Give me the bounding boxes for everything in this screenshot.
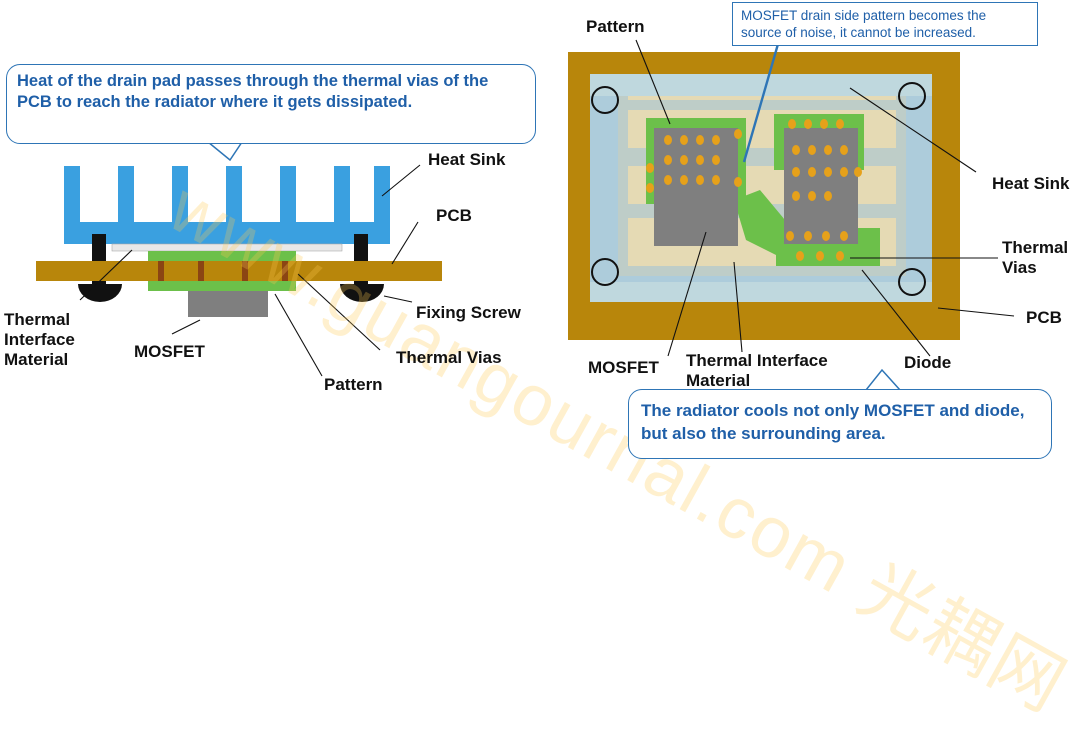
screw-holes	[591, 82, 926, 296]
label-thermal-vias-left: Thermal Vias	[396, 348, 502, 367]
label-pcb-right: PCB	[1026, 308, 1062, 327]
thermal-interface-material	[111, 243, 343, 252]
label-heat-sink-right: Heat Sink	[992, 174, 1070, 193]
right-leader-lines	[635, 39, 1015, 357]
label-fixing-screw: Fixing Screw	[416, 303, 521, 322]
note-pointer	[742, 43, 780, 163]
label-mosfet-right: MOSFET	[588, 358, 659, 377]
pattern-top	[148, 251, 296, 261]
thermal-vias	[158, 261, 288, 281]
label-pcb-left: PCB	[436, 206, 472, 225]
label-pattern-right: Pattern	[586, 17, 645, 36]
left-callout: Heat of the drain pad passes through the…	[6, 64, 536, 144]
top-view	[568, 52, 960, 340]
label-thermal-interface-material-left: Thermal Interface Material	[4, 310, 75, 369]
label-heat-sink-left: Heat Sink	[428, 150, 506, 169]
thermal-design-diagram	[36, 39, 1015, 391]
fixing-screw-head-right	[340, 284, 384, 302]
thermal-vias-top-view	[646, 119, 862, 261]
right-top-note: MOSFET drain side pattern becomes the so…	[732, 2, 1038, 46]
label-diode: Diode	[904, 353, 952, 372]
right-callout: The radiator cools not only MOSFET and d…	[628, 389, 1052, 459]
left-leader-lines	[79, 164, 421, 377]
label-pattern-left: Pattern	[324, 375, 383, 394]
heat-sink	[64, 166, 390, 244]
cross-section-view	[36, 166, 442, 317]
label-mosfet-left: MOSFET	[134, 342, 205, 361]
mosfet-die-top-view	[654, 128, 738, 246]
pattern-bottom	[148, 281, 296, 291]
mosfet-package	[188, 291, 268, 317]
label-thermal-vias-right: Thermal Vias	[1002, 238, 1069, 277]
fixing-screw-head-left	[78, 284, 122, 302]
label-thermal-interface-material-right: Thermal Interface Material	[686, 351, 828, 390]
left-callout-tail	[205, 141, 244, 162]
pcb-board	[36, 261, 442, 281]
